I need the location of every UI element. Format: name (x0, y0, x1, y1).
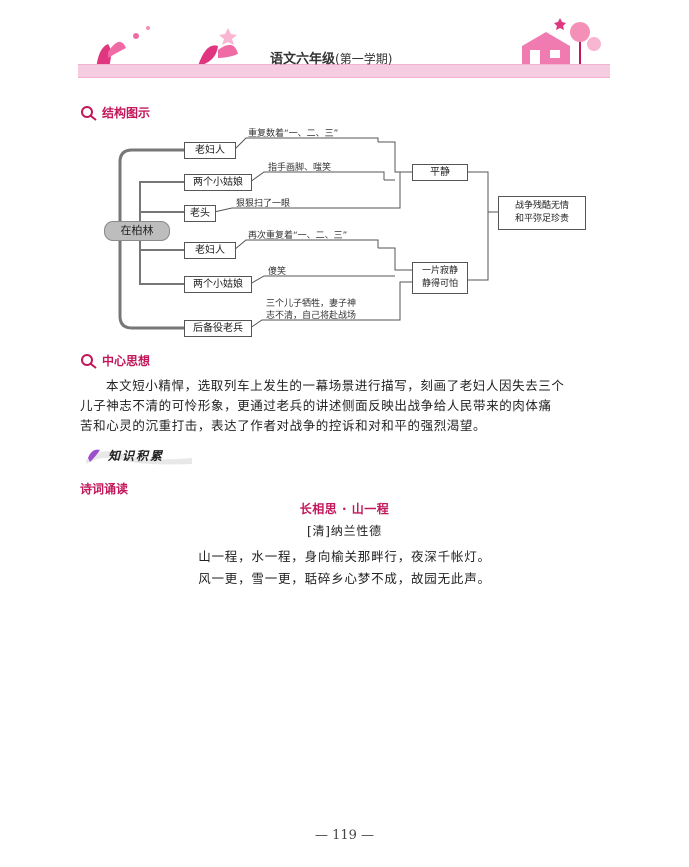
diagram-node-old-woman-2: 老妇人 (184, 242, 236, 259)
page-number: — 119 — (314, 828, 375, 843)
diagram-label-6a: 三个儿子牺牲，妻子神 (266, 299, 357, 309)
header-band (78, 64, 610, 78)
knowledge-heading-text: 知识积累 (108, 449, 165, 463)
diagram-mid-calm: 平静 (412, 164, 468, 181)
header-decoration-right (522, 18, 601, 64)
header-decoration-left (96, 26, 238, 70)
diagram-node-reservist: 后备役老兵 (184, 320, 252, 337)
diagram-label-4: 再次重复着“一、二、三” (248, 231, 348, 241)
knowledge-banner-icon (86, 449, 192, 465)
diagram-label-6b: 志不清，自己将赴战场 (266, 311, 357, 321)
diagram-mid-silence: 一片寂静 静得可怕 (412, 262, 468, 294)
section-central-idea-heading: 中心思想 (80, 352, 150, 369)
diagram-label-3: 狠狠扫了一眼 (236, 199, 291, 209)
mid-silence-line1: 一片寂静 (421, 266, 458, 276)
diagram-label-1: 重复数着“一、二、三” (248, 129, 339, 139)
poem-title: 长相思 · 山一程 (299, 502, 390, 516)
result-line2: 和平弥足珍贵 (514, 214, 569, 224)
result-line1: 战争残酷无情 (514, 201, 569, 211)
magnifier-icon (81, 353, 97, 369)
header-subtitle: (第一学期) (335, 52, 393, 66)
poem-line-1: 山一程，水一程，身向榆关那畔行，夜深千帐灯。 (198, 549, 491, 564)
mid-silence-line2: 静得可怕 (421, 279, 458, 289)
magnifier-icon (81, 105, 97, 121)
section-structure-heading: 结构图示 (80, 104, 150, 121)
diagram-center-node: 在柏林 (104, 221, 170, 241)
diagram-node-two-girls-2: 两个小姑娘 (184, 276, 252, 293)
diagram-node-two-girls-1: 两个小姑娘 (184, 174, 252, 191)
poetry-heading: 诗词诵读 (80, 482, 129, 496)
central-idea-line-2: 儿子神志不清的可怜形象，更通过老兵的讲述侧面反映出战争给人民带来的肉体痛 (80, 398, 552, 413)
section-knowledge-heading: 知识积累 (82, 444, 202, 466)
diagram-node-old-man: 老头 (184, 205, 216, 222)
diagram-label-5: 傻笑 (268, 267, 287, 277)
header-title: 语文六年级(第一学期) (270, 48, 392, 67)
diagram-result: 战争残酷无情 和平弥足珍贵 (498, 196, 586, 230)
header-title-main: 语文六年级 (270, 52, 336, 67)
diagram-label-2: 指手画脚、嗤笑 (268, 163, 332, 173)
central-idea-line-3: 苦和心灵的沉重打击，表达了作者对战争的控诉和对和平的强烈渴望。 (80, 418, 487, 433)
diagram-node-old-woman-1: 老妇人 (184, 142, 236, 159)
poem-author: [清]纳兰性德 (307, 524, 382, 538)
central-idea-line-1: 本文短小精悍，选取列车上发生的一幕场景进行描写，刻画了老妇人因失去三个 (106, 378, 565, 393)
structure-diagram-lines (118, 137, 498, 330)
poem-line-2: 风一更，雪一更，聒碎乡心梦不成，故园无此声。 (198, 571, 491, 586)
